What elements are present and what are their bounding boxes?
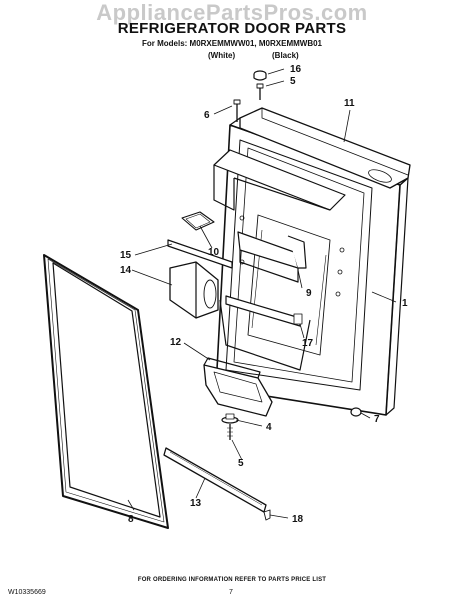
hinge-cover <box>239 107 411 189</box>
butter-cover <box>181 211 215 231</box>
callout-11: 11 <box>344 98 355 109</box>
callout-7: 7 <box>374 414 380 425</box>
callout-18: 18 <box>292 514 304 525</box>
callout-17: 17 <box>302 338 314 349</box>
callout-10: 10 <box>208 247 220 258</box>
door-gasket <box>43 254 169 529</box>
door-plug <box>350 407 362 417</box>
leader-lines <box>127 68 397 519</box>
ordering-info: FOR ORDERING INFORMATION REFER TO PARTS … <box>137 577 327 583</box>
callout-5-lower: 5 <box>238 458 244 469</box>
hinge-pin <box>221 413 239 424</box>
shelf-bar <box>167 239 233 269</box>
page-number: 7 <box>229 589 233 596</box>
screw-upper <box>256 83 264 100</box>
door-bin <box>203 357 273 417</box>
watermark: AppliancePartsPros.com <box>96 0 368 25</box>
color-white-label: (White) <box>208 51 236 60</box>
door-shelf-lower <box>225 295 303 327</box>
handle-trim <box>163 447 267 513</box>
callout-16: 16 <box>290 64 302 75</box>
callout-14: 14 <box>120 265 132 276</box>
callout-4: 4 <box>266 422 272 433</box>
callout-9: 9 <box>306 288 312 299</box>
callout-6: 6 <box>204 110 210 121</box>
color-black-label: (Black) <box>272 51 299 60</box>
callout-13: 13 <box>190 498 202 509</box>
callout-8: 8 <box>128 514 134 525</box>
callout-15: 15 <box>120 250 132 261</box>
model-subtitle: For Models: M0RXEMMWW01, M0RXEMMWB01 <box>141 39 322 48</box>
dairy-compartment <box>169 261 219 319</box>
screw-lower <box>227 424 233 440</box>
door-shelf-upper <box>237 231 307 283</box>
callout-12: 12 <box>170 337 182 348</box>
hinge-cap <box>253 70 267 81</box>
page-title: REFRIGERATOR DOOR PARTS <box>117 20 347 37</box>
hinge-screw <box>233 99 241 122</box>
trim-screw <box>263 509 271 521</box>
callout-1: 1 <box>402 298 408 309</box>
callout-5-upper: 5 <box>290 76 296 87</box>
document-number: W10335669 <box>8 589 46 596</box>
